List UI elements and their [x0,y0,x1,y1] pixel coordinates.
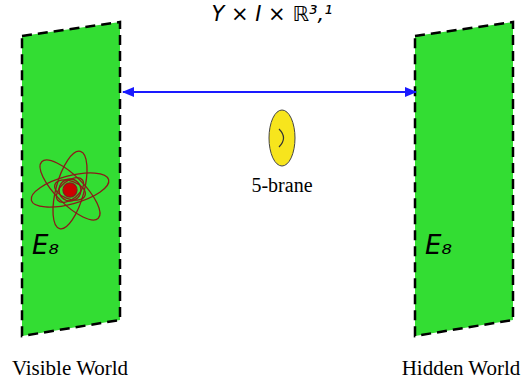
dimension-arrow [123,91,416,93]
world-name: Hidden World [402,356,521,381]
brane-sheet [413,20,515,338]
brane-label: 5-brane [251,174,312,197]
gauge-group: E₈ [32,230,59,260]
five-brane: 5-brane [242,108,322,203]
space-label: Y × I × ℝ³,¹ [211,2,332,26]
gauge-group: E₈ [425,230,452,260]
hidden-brane: E₈Hidden World [413,20,515,338]
world-name: Visible World [12,356,128,381]
